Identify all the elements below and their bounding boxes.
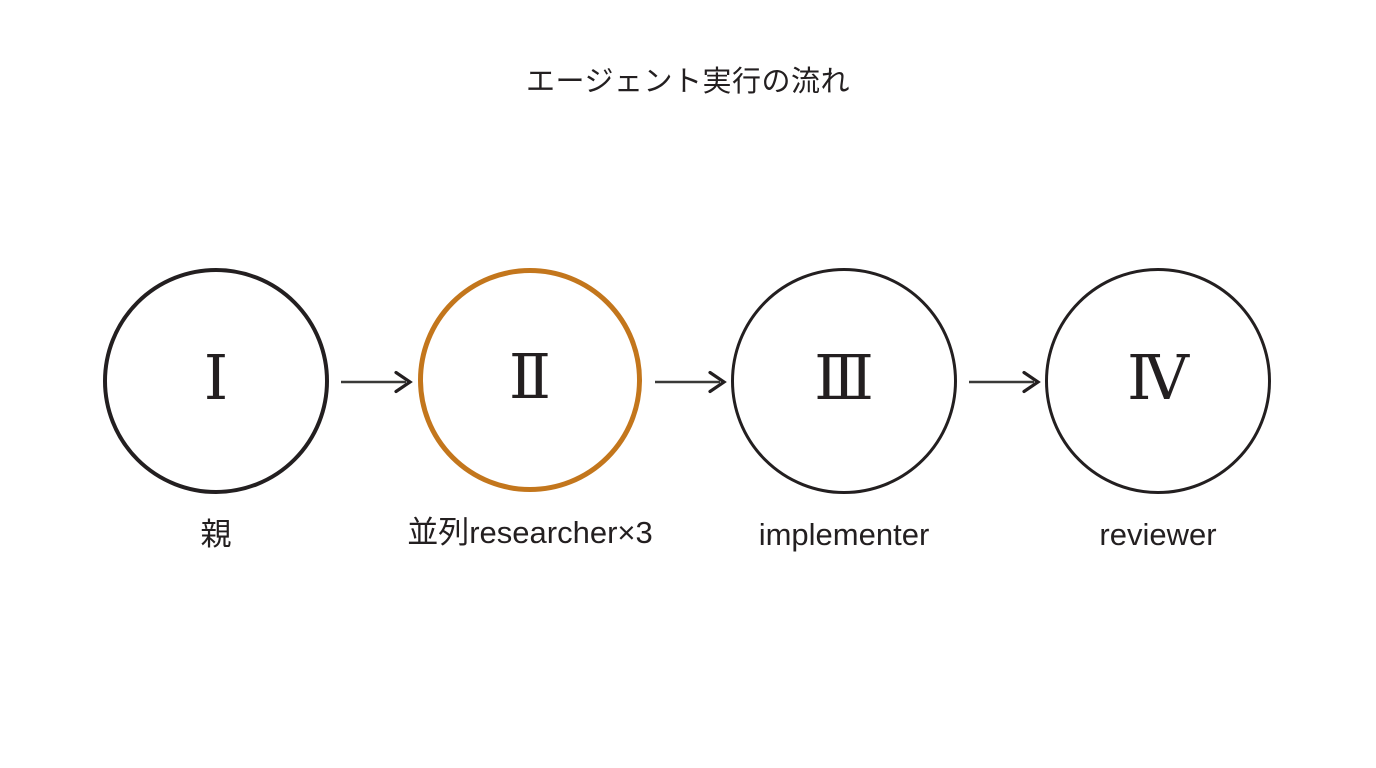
arrow-right-icon-3 [968, 368, 1044, 396]
step-label-1: 親 [200, 517, 232, 552]
step-label-4: reviewer [1099, 517, 1217, 552]
step-label-2: 並列researcher×3 [407, 515, 653, 550]
step-numeral-3: Ⅲ [814, 345, 874, 413]
step-label-3: implementer [758, 517, 930, 552]
flow-step-3[interactable]: Ⅲ implementer [726, 268, 962, 553]
agent-flow-diagram: Ⅰ 親 Ⅱ 並列researcher×3 [0, 268, 1376, 568]
step-circle-1[interactable]: Ⅰ [103, 268, 329, 494]
flow-step-4[interactable]: Ⅳ reviewer [1040, 268, 1276, 553]
step-circle-4[interactable]: Ⅳ [1045, 268, 1271, 494]
step-circle-2[interactable]: Ⅱ [418, 268, 642, 492]
step-numeral-4: Ⅳ [1127, 345, 1189, 413]
flow-step-1[interactable]: Ⅰ 親 [98, 268, 334, 553]
page-title: エージェント実行の流れ [526, 66, 850, 98]
arrow-right-icon-1 [340, 368, 416, 396]
step-circle-3[interactable]: Ⅲ [731, 268, 957, 494]
flow-step-2[interactable]: Ⅱ 並列researcher×3 [407, 268, 653, 551]
arrow-right-icon-2 [654, 368, 730, 396]
step-numeral-1: Ⅰ [203, 345, 229, 413]
step-numeral-2: Ⅱ [508, 344, 552, 412]
